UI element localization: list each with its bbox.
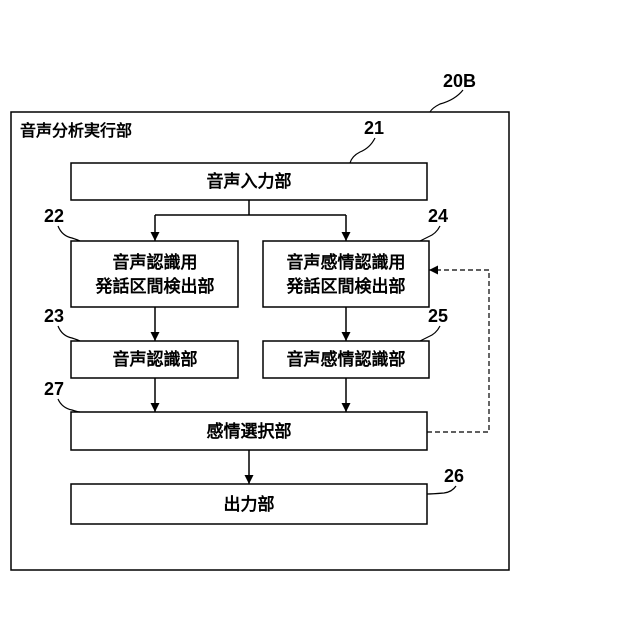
speech-recognition-ref: 23 bbox=[44, 306, 64, 326]
emotion-vad-leader bbox=[420, 226, 440, 241]
voice-input-label: 音声入力部 bbox=[207, 171, 292, 192]
output-ref: 26 bbox=[444, 466, 464, 486]
emotion-vad-line1: 音声感情認識用 bbox=[287, 252, 406, 273]
speech-vad-ref: 22 bbox=[44, 206, 64, 226]
emotion-recognition-leader bbox=[420, 326, 440, 341]
emotion-selection-label: 感情選択部 bbox=[207, 421, 292, 442]
voice-input-ref: 21 bbox=[364, 118, 384, 138]
speech-recognition-label: 音声認識部 bbox=[113, 349, 198, 370]
output-label: 出力部 bbox=[224, 494, 275, 515]
speech-vad-block bbox=[71, 241, 238, 307]
emotion-selection-leader bbox=[58, 399, 80, 412]
emotion-recognition-ref: 25 bbox=[428, 306, 448, 326]
emotion-vad-line2: 発話区間検出部 bbox=[286, 276, 406, 297]
emotion-vad-ref: 24 bbox=[428, 206, 448, 226]
emotion-selection-ref: 27 bbox=[44, 379, 64, 399]
voice-input-leader bbox=[350, 138, 375, 163]
speech-vad-line2: 発話区間検出部 bbox=[95, 276, 215, 297]
speech-recognition-leader bbox=[58, 326, 80, 341]
emotion-recognition-label: 音声感情認識部 bbox=[287, 349, 406, 370]
frame-ref-leader bbox=[430, 90, 463, 112]
frame-ref-label: 20B bbox=[443, 71, 476, 91]
speech-vad-line1: 音声認識用 bbox=[113, 252, 198, 273]
output-leader bbox=[427, 486, 456, 494]
emotion-vad-block bbox=[263, 241, 429, 307]
feedback-dashed-line bbox=[427, 270, 489, 432]
speech-vad-leader bbox=[58, 226, 80, 241]
frame-title: 音声分析実行部 bbox=[20, 121, 132, 140]
